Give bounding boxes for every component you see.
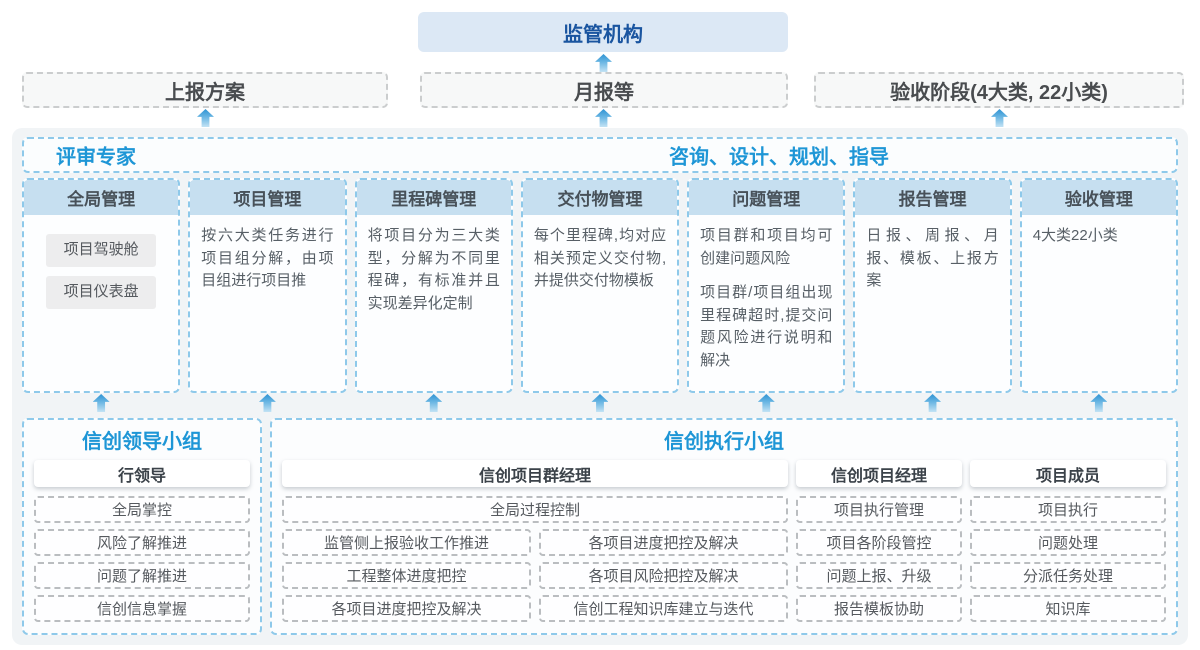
arrow-up-icon xyxy=(591,394,609,412)
task-item: 信创信息掌握 xyxy=(34,595,250,622)
column-text: 项目群和项目均可创建问题风险 xyxy=(700,227,833,267)
column-arrows xyxy=(22,394,1178,412)
column-milestone-mgmt: 里程碑管理 将项目分为三大类型，分解为不同里程碑，有标准并且实现差异化定制 xyxy=(354,178,513,393)
column-title: 项目管理 xyxy=(190,180,345,215)
bottom-groups: 信创领导小组 行领导 全局掌控 风险了解推进 问题了解推进 信创信息掌握 信创执… xyxy=(22,418,1178,635)
exec-group-row: 信创项目群经理 全局过程控制 监管侧上报验收工作推进 各项目进度把控及解决 工程… xyxy=(282,460,1166,625)
column-title: 交付物管理 xyxy=(522,180,678,215)
project-manager-block: 信创项目经理 项目执行管理 项目各阶段管控 问题上报、升级 报告模板协助 xyxy=(796,460,962,625)
column-title: 里程碑管理 xyxy=(356,180,511,215)
review-experts-label: 评审专家 xyxy=(56,146,136,169)
output-box-report-plan: 上报方案 xyxy=(22,72,388,108)
task-item: 报告模板协助 xyxy=(796,595,962,622)
column-text: 按六大类任务进行项目组分解，由项目组进行项目推 xyxy=(201,227,334,289)
chip-project-cockpit: 项目驾驶舱 xyxy=(46,234,157,267)
task-item: 项目执行管理 xyxy=(796,496,962,523)
arrow-up-icon xyxy=(757,394,775,412)
role-program-manager: 信创项目群经理 xyxy=(282,460,788,487)
column-body: 4大类22小类 xyxy=(1022,215,1176,258)
role-project-member: 项目成员 xyxy=(970,460,1166,487)
experts-strip: 评审专家 咨询、设计、规划、指导 xyxy=(22,137,1178,173)
task-item: 各项目进度把控及解决 xyxy=(539,529,788,556)
arrow-up-icon xyxy=(595,54,612,72)
output-box-acceptance-phase: 验收阶段(4大类, 22小类) xyxy=(814,72,1184,108)
task-item: 问题上报、升级 xyxy=(796,562,962,589)
column-body: 日报、周报、月报、模板、上报方案 xyxy=(855,215,1009,303)
task-item: 信创工程知识库建立与迭代 xyxy=(539,595,788,622)
task-item: 知识库 xyxy=(970,595,1166,622)
task-item: 工程整体进度把控 xyxy=(282,562,531,589)
column-body: 项目群和项目均可创建问题风险 项目群/项目组出现里程碑超时,提交问题风险进行说明… xyxy=(689,215,843,382)
arrow-up-icon xyxy=(425,394,443,412)
arrow-up-icon xyxy=(991,109,1008,127)
task-item: 风险了解推进 xyxy=(34,529,250,556)
column-body: 按六大类任务进行项目组分解，由项目组进行项目推 xyxy=(190,215,344,303)
output-box-monthly-report: 月报等 xyxy=(420,72,788,108)
task-item: 全局掌控 xyxy=(34,496,250,523)
column-body: 将项目分为三大类型，分解为不同里程碑，有标准并且实现差异化定制 xyxy=(357,215,511,325)
column-project-mgmt: 项目管理 按六大类任务进行项目组分解，由项目组进行项目推 xyxy=(188,178,347,393)
arrow-up-icon xyxy=(258,394,276,412)
exec-group-title: 信创执行小组 xyxy=(664,431,784,453)
task-item: 各项目风险把控及解决 xyxy=(539,562,788,589)
column-title: 问题管理 xyxy=(689,180,844,215)
column-text: 日报、周报、月报、模板、上报方案 xyxy=(866,227,999,289)
task-item: 全局过程控制 xyxy=(282,496,788,523)
leader-group-list: 行领导 全局掌控 风险了解推进 问题了解推进 信创信息掌握 xyxy=(34,460,250,622)
member-block: 项目成员 项目执行 问题处理 分派任务处理 知识库 xyxy=(970,460,1166,625)
management-columns: 全局管理 项目驾驶舱 项目仪表盘 项目管理 按六大类任务进行项目组分解，由项目组… xyxy=(22,178,1178,393)
arrow-up-icon xyxy=(1090,394,1108,412)
arrow-up-icon xyxy=(924,394,942,412)
column-issue-mgmt: 问题管理 项目群和项目均可创建问题风险 项目群/项目组出现里程碑超时,提交问题风… xyxy=(687,178,846,393)
column-title: 报告管理 xyxy=(855,180,1010,215)
leader-group: 信创领导小组 行领导 全局掌控 风险了解推进 问题了解推进 信创信息掌握 xyxy=(22,418,262,635)
column-body: 每个里程碑,均对应相关预定义交付物,并提供交付物模板 xyxy=(523,215,677,303)
column-report-mgmt: 报告管理 日报、周报、月报、模板、上报方案 xyxy=(853,178,1012,393)
arrow-up-icon xyxy=(197,109,214,127)
program-manager-tasks: 监管侧上报验收工作推进 各项目进度把控及解决 工程整体进度把控 各项目风险把控及… xyxy=(282,529,788,622)
task-item: 监管侧上报验收工作推进 xyxy=(282,529,531,556)
column-body: 项目驾驶舱 项目仪表盘 xyxy=(24,215,178,324)
column-acceptance-mgmt: 验收管理 4大类22小类 xyxy=(1019,178,1178,393)
column-title: 全局管理 xyxy=(24,180,179,215)
leader-group-title: 信创领导小组 xyxy=(82,431,202,453)
chip-project-dashboard: 项目仪表盘 xyxy=(46,276,157,309)
task-item: 项目各阶段管控 xyxy=(796,529,962,556)
exec-group: 信创执行小组 信创项目群经理 全局过程控制 监管侧上报验收工作推进 各项目进度把… xyxy=(270,418,1178,635)
task-item: 问题处理 xyxy=(970,529,1166,556)
column-title: 验收管理 xyxy=(1021,180,1176,215)
role-project-manager: 信创项目经理 xyxy=(796,460,962,487)
column-deliverable-mgmt: 交付物管理 每个里程碑,均对应相关预定义交付物,并提供交付物模板 xyxy=(520,178,680,393)
column-text: 每个里程碑,均对应相关预定义交付物,并提供交付物模板 xyxy=(533,227,667,289)
task-item: 各项目进度把控及解决 xyxy=(282,595,531,622)
column-text: 将项目分为三大类型，分解为不同里程碑，有标准并且实现差异化定制 xyxy=(367,227,500,312)
column-global-mgmt: 全局管理 项目驾驶舱 项目仪表盘 xyxy=(22,178,181,393)
consulting-label: 咨询、设计、规划、指导 xyxy=(669,146,889,169)
task-item: 项目执行 xyxy=(970,496,1166,523)
regulator-box: 监管机构 xyxy=(418,12,788,52)
task-item: 分派任务处理 xyxy=(970,562,1166,589)
arrow-up-icon xyxy=(92,394,110,412)
task-item: 问题了解推进 xyxy=(34,562,250,589)
platform-container: 评审专家 咨询、设计、规划、指导 全局管理 项目驾驶舱 项目仪表盘 项目管理 按… xyxy=(12,128,1188,645)
role-bank-leader: 行领导 xyxy=(34,460,250,487)
column-text: 项目群/项目组出现里程碑超时,提交问题风险进行说明和解决 xyxy=(700,284,833,369)
column-text: 4大类22小类 xyxy=(1032,227,1118,244)
program-manager-block: 信创项目群经理 全局过程控制 监管侧上报验收工作推进 各项目进度把控及解决 工程… xyxy=(282,460,788,625)
arrow-up-icon xyxy=(595,109,612,127)
